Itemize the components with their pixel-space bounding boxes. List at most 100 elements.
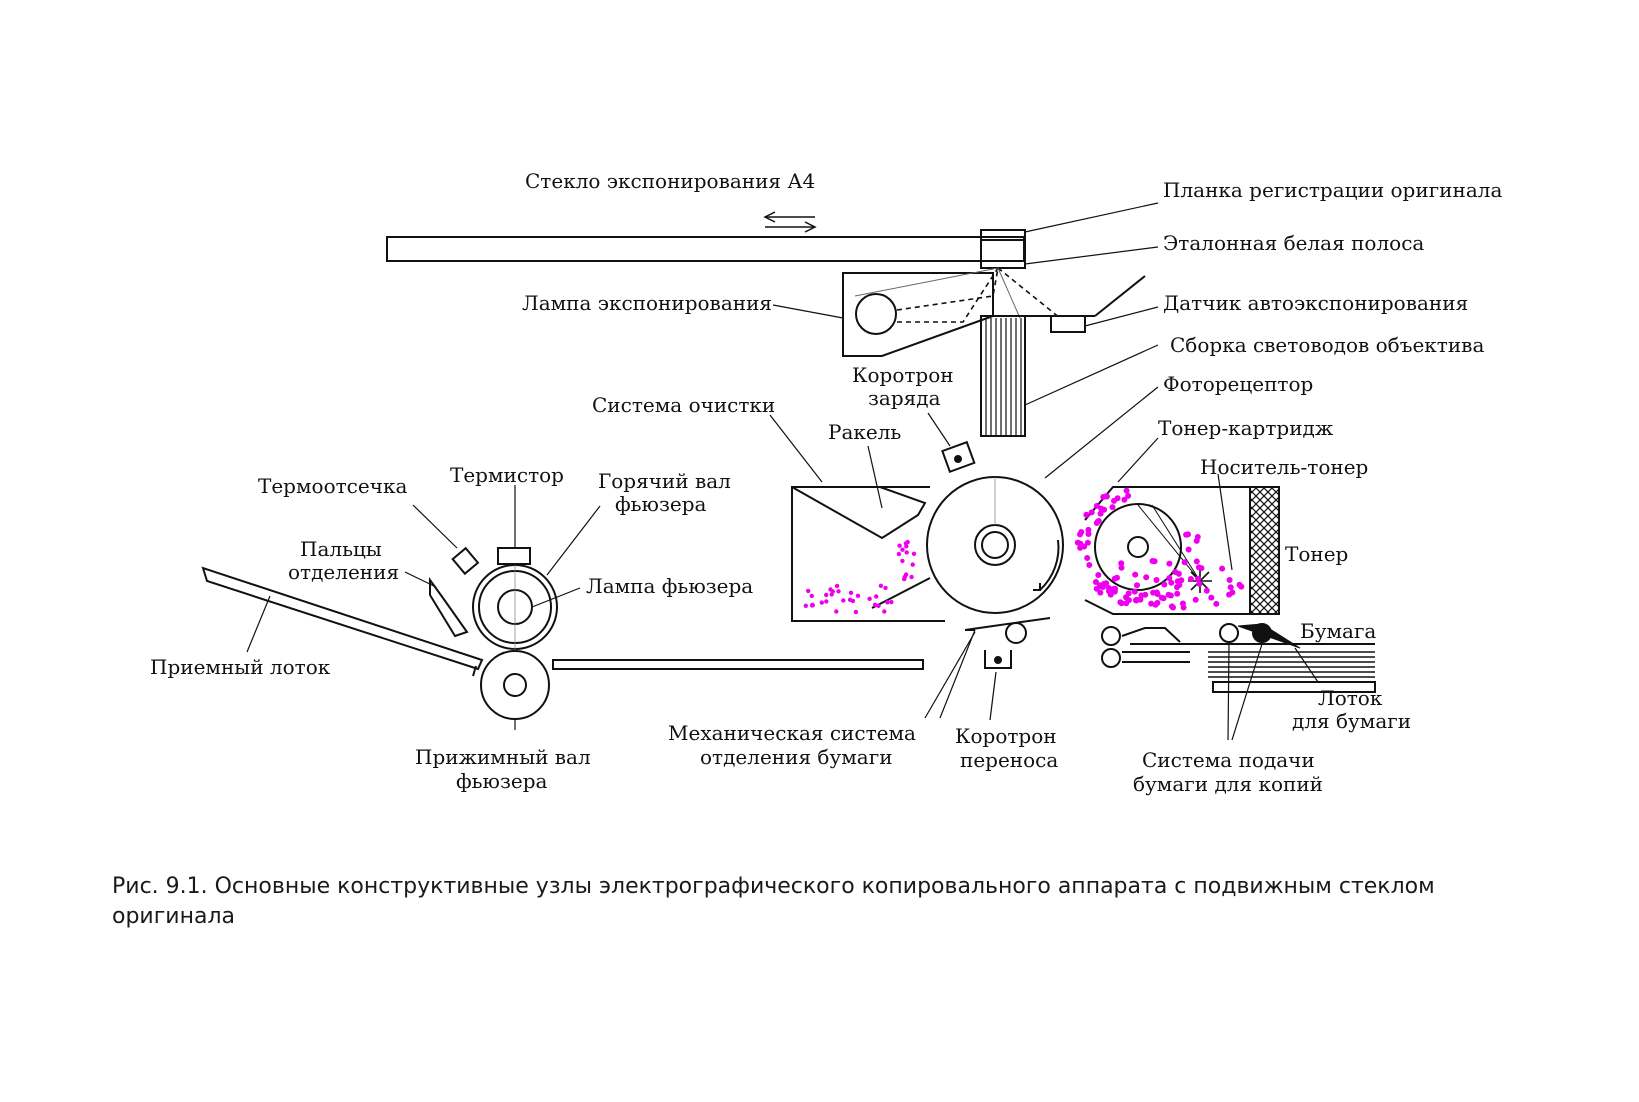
toner-particle [1123,487,1130,494]
label-paper-tray-2: для бумаги [1292,709,1411,733]
label-transfer-corotron-2: переноса [960,748,1058,772]
toner-particle [1109,504,1116,511]
toner-particles [803,487,1245,615]
toner-particle [829,592,834,597]
label-separation-2: отделения бумаги [700,745,893,769]
toner-particle [874,594,879,599]
toner-particle [806,588,811,594]
toner-particle [1161,581,1168,588]
toner-particle [828,587,833,592]
auto-exposure-sensor [1050,315,1086,333]
toner-reservoir [1249,486,1280,615]
toner-particle [1227,584,1234,591]
output-tray [201,566,484,671]
toner-particle [1111,585,1117,592]
lens-array [980,315,1026,437]
feed-roller-lower [1101,648,1121,668]
toner-particle [904,544,909,549]
label-white-strip: Эталонная белая полоса [1163,231,1424,255]
toner-particle [819,600,824,605]
toner-particle [1166,560,1173,567]
toner-particle [909,574,914,580]
toner-particle [1093,502,1100,509]
toner-particle [911,551,917,556]
label-paper-tray-1: Лоток [1318,686,1383,710]
pickup-roller [1219,623,1239,643]
toner-particle [1111,497,1117,504]
cleaning-housing [791,486,945,622]
toner-particle [1143,574,1150,581]
toner-particle [1132,571,1139,578]
toner-particle [1236,581,1243,588]
toner-particle [1092,579,1099,585]
label-toner: Тонер [1285,542,1348,566]
label-output-tray: Приемный лоток [150,655,331,679]
label-separation-1: Механическая система [668,721,916,745]
label-feed-system-1: Система подачи [1142,748,1315,772]
toner-particle [885,600,890,605]
toner-particle [1100,494,1107,500]
toner-particle [1125,492,1132,499]
toner-particle [836,589,841,594]
label-fingers-2: отделения [288,560,399,584]
toner-particle [1226,577,1233,583]
toner-particle [1125,590,1132,597]
label-toner-cartridge: Тонер-картридж [1158,416,1334,440]
toner-particle [1192,596,1199,603]
developer-roller [1094,503,1182,591]
toner-particle [1117,599,1124,606]
paper-tray [1212,681,1376,693]
toner-particle [1118,560,1125,567]
toner-particle [1084,539,1091,546]
toner-particle [824,592,829,598]
toner-particle [872,602,878,607]
toner-particle [896,551,902,557]
toner-particle [1148,600,1155,607]
toner-particle [810,602,815,608]
toner-particle [905,539,910,545]
toner-particle [882,609,887,614]
label-cleaning-system: Система очистки [592,393,775,417]
label-hot-roller-1: Горячий вал [598,469,731,493]
toner-particle [1134,582,1140,589]
toner-particle [1180,604,1187,611]
toner-particle [1167,592,1174,599]
toner-particle [1100,584,1106,590]
label-charge-corotron-1: Коротрон [852,363,954,387]
toner-particle [834,583,840,589]
toner-particle [855,593,861,598]
toner-particle [900,547,905,552]
figure-caption: Рис. 9.1. Основные конструктивные узлы э… [112,874,1435,929]
label-paper: Бумага [1300,619,1376,643]
toner-particle [1166,575,1173,582]
glass-direction-arrows [763,211,817,233]
label-fuser-lamp: Лампа фьюзера [586,574,753,598]
toner-particle [1226,591,1233,598]
label-exposure-lamp: Лампа экспонирования [522,291,772,315]
toner-particle [848,590,854,595]
toner-particle [1098,505,1105,512]
toner-particle [1174,590,1181,597]
thermistor [497,547,531,565]
toner-particle [1174,578,1181,585]
label-fingers-1: Пальцы [300,537,382,561]
label-photoreceptor: Фоторецептор [1163,372,1313,396]
toner-particle [841,598,846,603]
registration-bar [980,229,1026,269]
toner-particle [889,599,894,605]
paper-guide [552,659,924,670]
toner-particle [1085,531,1092,537]
label-pressure-roller-1: Прижимный вал [415,745,591,769]
toner-particle [1203,587,1210,594]
toner-particle [1078,529,1085,535]
toner-particle [809,593,814,599]
toner-particle [867,596,872,601]
label-feed-system-2: бумаги для копий [1133,772,1323,796]
label-lens-array: Сборка световодов объектива [1170,333,1484,357]
toner-particle [1095,518,1102,524]
toner-particle [876,603,881,608]
feed-roller-upper [1101,626,1121,646]
toner-particle [1074,539,1081,546]
label-charge-corotron-2: заряда [868,386,941,410]
